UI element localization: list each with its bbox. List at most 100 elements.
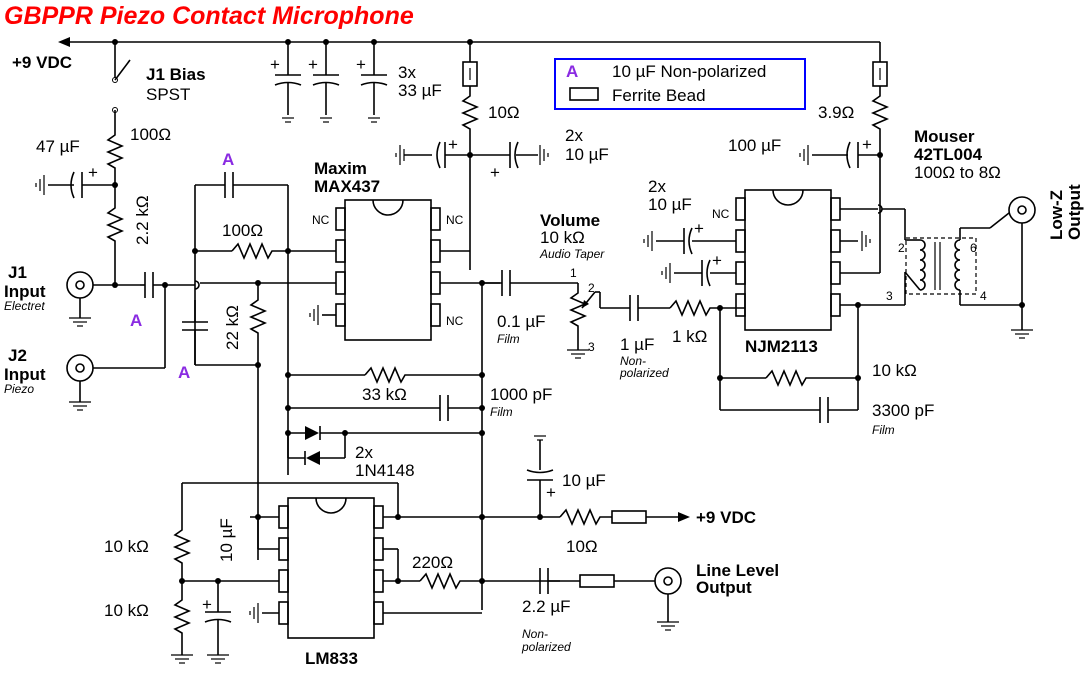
legend-box	[554, 58, 806, 110]
cap-1uf-label: 1 µF	[620, 335, 654, 354]
low-z-output-label: Output	[1065, 184, 1084, 240]
j1-connector	[66, 271, 140, 327]
cap-47uf-label: 47 µF	[36, 137, 80, 156]
diodes-2x-label: 2x	[355, 443, 373, 462]
r-220-label: 220Ω	[412, 553, 453, 572]
svg-text:+: +	[862, 135, 872, 154]
legend-a-symbol: A	[566, 62, 578, 81]
line-level-label: Line Level	[696, 561, 779, 580]
maxim-label: Maxim	[314, 159, 367, 178]
r-3-9-label: 3.9Ω	[818, 103, 854, 122]
svg-text:+: +	[546, 483, 556, 502]
svg-text:+: +	[448, 135, 458, 154]
cap-1000pf-film: Film	[490, 405, 513, 419]
nc-label-3: NC	[446, 314, 464, 328]
diodes-label: 1N4148	[355, 461, 415, 480]
svg-text:+: +	[694, 219, 704, 238]
j2-connector	[66, 285, 166, 411]
njm2113-chip: + +	[643, 189, 906, 423]
r-2k2-label: 2.2 kΩ	[133, 195, 152, 245]
line-output-connector	[654, 567, 682, 631]
cap-1uf-non: Non-	[620, 354, 646, 368]
lm833-supply: +	[482, 435, 690, 527]
annot-a-feedback: A	[222, 150, 234, 169]
vdc-lm-label: +9 VDC	[696, 508, 756, 527]
cap-2x-val-label: 10 µF	[565, 145, 609, 164]
mouser-label: Mouser	[914, 127, 975, 146]
r-33k-label: 33 kΩ	[362, 385, 407, 404]
volume-network	[482, 270, 745, 359]
top-power-rail	[58, 37, 880, 47]
svg-text:+: +	[308, 55, 318, 74]
transformer-pin4: 4	[980, 289, 987, 303]
cap-2-2uf-polarized: polarized	[521, 640, 571, 654]
legend-ferrite-text: Ferrite Bead	[612, 86, 706, 105]
low-z-label: Low-Z	[1047, 190, 1066, 240]
cap-1000pf-label: 1000 pF	[490, 385, 552, 404]
resistor-2k2	[105, 200, 125, 285]
audio-taper-label: Audio Taper	[539, 247, 605, 261]
cap-33uf-label: 33 µF	[398, 81, 442, 100]
j1-input-label: Input	[4, 282, 46, 301]
r-100ohm-fb-label: 100Ω	[222, 221, 263, 240]
cap-a-j1	[140, 272, 195, 298]
nc-label-1: NC	[312, 213, 330, 227]
pot-pin2: 2	[588, 281, 595, 295]
electret-label: Electret	[4, 299, 45, 313]
cap-10uf-2x-val: 10 µF	[648, 195, 692, 214]
vdc-top-label: +9 VDC	[12, 53, 72, 72]
output-transformer	[904, 227, 1025, 308]
cap-10uf-lm-label: 10 µF	[562, 471, 606, 490]
low-z-output-connector	[989, 196, 1036, 339]
svg-text:+: +	[712, 251, 722, 270]
max437-label: MAX437	[314, 177, 380, 196]
cap-2-2uf-non: Non-	[522, 627, 548, 641]
max437-chip	[309, 199, 500, 341]
j1-label: J1	[8, 263, 27, 282]
cap-3300pf-film: Film	[872, 423, 895, 437]
pot-pin1: 1	[570, 266, 577, 280]
cap-10uf-bias-label: 10 µF	[217, 518, 236, 562]
piezo-label: Piezo	[4, 382, 34, 396]
r-10ohm-lm-label: 10Ω	[566, 537, 598, 556]
lm833-label: LM833	[305, 649, 358, 668]
cap-2x-label: 2x	[565, 126, 583, 145]
cap-2-2uf-label: 2.2 µF	[522, 597, 571, 616]
njm-supply: +	[799, 42, 890, 273]
legend-a-text: 10 µF Non-polarized	[612, 62, 766, 81]
caps-33uf: + + +	[270, 42, 388, 123]
line-output-label: Output	[696, 578, 752, 597]
r-10ohm-top-label: 10Ω	[488, 103, 520, 122]
annot-a-bottom: A	[178, 363, 190, 382]
njm2113-label: NJM2113	[745, 337, 818, 356]
cap-3300pf-label: 3300 pF	[872, 401, 934, 420]
j2-label: J2	[8, 346, 27, 365]
resistor-100ohm-bias	[105, 125, 125, 200]
cap-100uf-label: 100 µF	[728, 136, 781, 155]
r-10k-fb-label: 10 kΩ	[872, 361, 917, 380]
j2-input-label: Input	[4, 365, 46, 384]
r-10k-a-label: 10 kΩ	[104, 537, 149, 556]
schematic-title: GBPPR Piezo Contact Microphone	[4, 2, 414, 30]
svg-text:+: +	[270, 55, 280, 74]
max437-input-network	[182, 172, 336, 560]
cap-01uf-label: 0.1 µF	[497, 312, 546, 331]
j1-bias-switch	[112, 42, 131, 125]
cap-3x-label: 3x	[398, 63, 416, 82]
cap-01uf-film: Film	[497, 332, 520, 346]
annot-a-j1: A	[130, 311, 142, 330]
svg-text:+: +	[202, 595, 212, 614]
transformer-pin6: 6	[970, 241, 977, 255]
volume-label: Volume	[540, 211, 600, 230]
r-10k-b-label: 10 kΩ	[104, 601, 149, 620]
pot-pin3: 3	[588, 340, 595, 354]
caps-2x-10uf-max: + +	[395, 135, 549, 182]
mouser-imp-label: 100Ω to 8Ω	[914, 163, 1001, 182]
mouser-pn-label: 42TL004	[914, 145, 983, 164]
cap-47uf: +	[35, 163, 118, 199]
spst-label: SPST	[146, 85, 190, 104]
max437-feedback	[285, 280, 485, 610]
r-1k-label: 1 kΩ	[672, 327, 707, 346]
r-22k-label: 22 kΩ	[223, 305, 242, 350]
